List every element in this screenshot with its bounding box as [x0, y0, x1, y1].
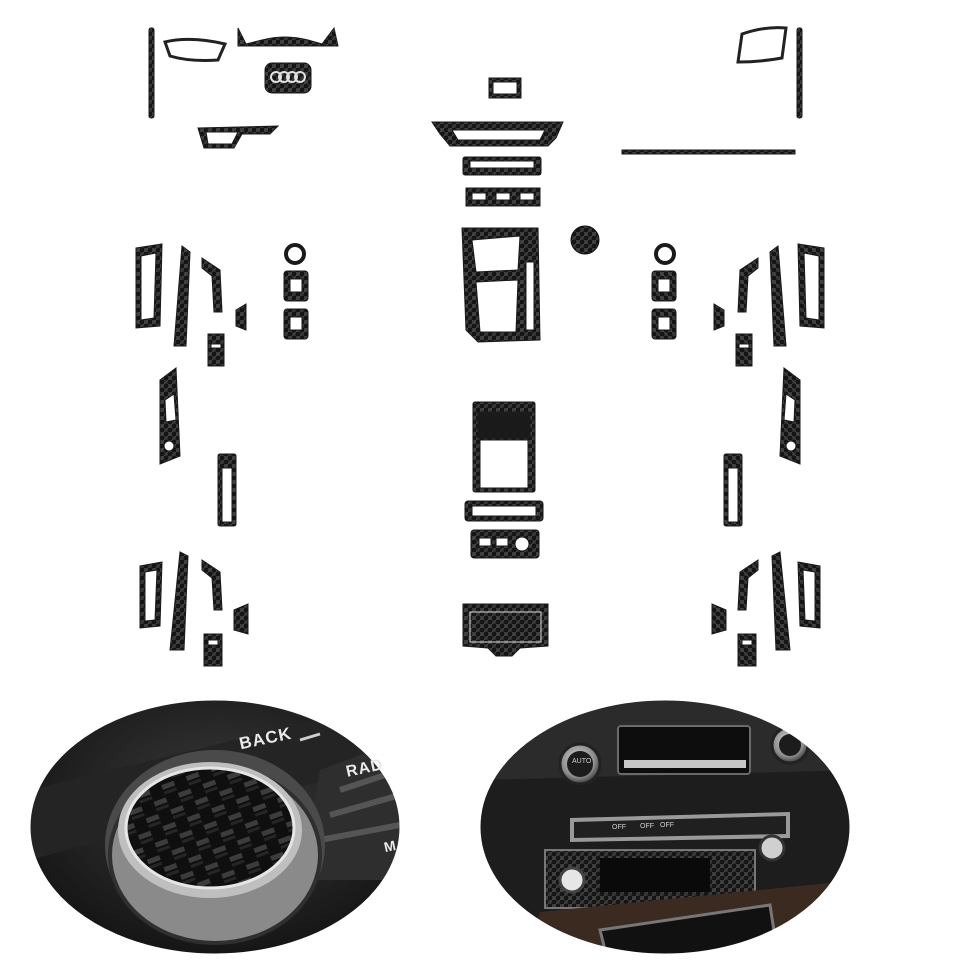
label-auto: AUTO	[572, 758, 592, 765]
label-off-1: OFF	[612, 824, 626, 831]
gear-shift-panel	[461, 227, 541, 343]
trim-piece-top-center	[431, 77, 564, 207]
door-trim-right	[650, 242, 826, 668]
photo-knob-closeup	[30, 700, 400, 954]
center-console-pieces	[462, 401, 549, 657]
trim-piece-top-left	[148, 26, 339, 149]
knob-cover-round	[570, 225, 600, 255]
door-trim-left	[135, 243, 309, 667]
photo-console-installed	[480, 700, 850, 954]
trim-piece-top-right	[621, 26, 803, 155]
label-off-3: OFF	[660, 822, 674, 829]
label-off-2: OFF	[640, 823, 654, 830]
